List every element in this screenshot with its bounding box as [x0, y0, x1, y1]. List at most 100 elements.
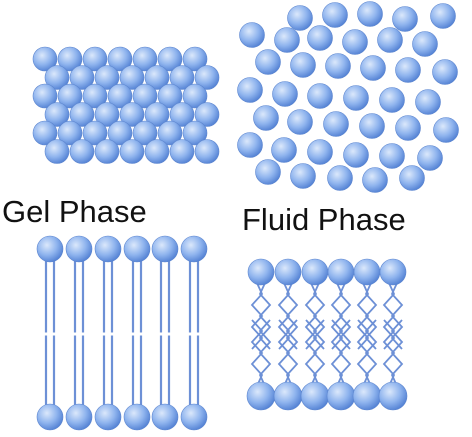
lipid-head [182, 46, 208, 72]
lipid-head [107, 83, 133, 109]
lipid-tail-kinked [250, 282, 264, 350]
lipid-head [287, 5, 313, 31]
lipid-head [417, 145, 443, 171]
lipid-tail-kinked [356, 282, 370, 350]
lipid-head [343, 85, 369, 111]
lipid-head [327, 165, 353, 191]
lipid-head [44, 102, 70, 127]
lipid-tail-kinked [277, 319, 291, 387]
lipid-head [273, 381, 303, 411]
lipid-head [94, 139, 120, 164]
lipid-head [119, 65, 145, 90]
lipid-head [287, 109, 313, 135]
lipid-head [253, 105, 279, 131]
lipid-head [157, 83, 183, 109]
lipid-head [194, 139, 220, 164]
lipid-head [272, 81, 298, 107]
lipid-head [157, 120, 183, 146]
lipid-head [144, 65, 170, 90]
lipid-head [94, 235, 122, 263]
lipid-head [392, 6, 418, 32]
lipid-head [327, 258, 355, 286]
lipid-head [132, 83, 158, 109]
lipid-head [433, 117, 459, 143]
lipid-head [32, 120, 58, 146]
lipid-tail-kinked [312, 282, 326, 350]
lipid-head [107, 120, 133, 146]
lipid-head [182, 83, 208, 109]
lipid-tail-kinked [338, 282, 352, 350]
lipid-head [307, 83, 333, 109]
lipid-tail-kinked [364, 319, 378, 387]
lipid-head [307, 139, 333, 165]
lipid-head [377, 27, 403, 53]
lipid-head [36, 235, 64, 263]
lipid-head [180, 235, 208, 263]
lipid-head [301, 258, 329, 286]
lipid-head [169, 139, 195, 164]
lipid-head [395, 57, 421, 83]
lipid-head [119, 102, 145, 127]
fluid-phase-label: Fluid Phase [242, 202, 406, 237]
lipid-head [157, 46, 183, 72]
fluid-phase-top-view [237, 1, 459, 193]
gel-phase-bilayer [36, 235, 208, 431]
lipid-head [247, 258, 275, 286]
lipid-tail-kinked [285, 282, 299, 350]
lipid-head [151, 403, 179, 431]
lipid-tail-kinked [390, 319, 404, 387]
lipid-head [94, 403, 122, 431]
lipid-head [271, 137, 297, 163]
lipid-head [274, 258, 302, 286]
lipid-head [69, 102, 95, 127]
lipid-head [379, 258, 407, 286]
lipid-head [343, 142, 369, 168]
lipid-head [353, 258, 381, 286]
lipid-head [69, 65, 95, 90]
lipid-head [360, 55, 386, 81]
lipid-head [395, 115, 421, 141]
lipid-head [65, 235, 93, 263]
lipid-head [237, 132, 263, 158]
lipid-head [32, 83, 58, 109]
lipid-head [322, 2, 348, 28]
lipid-head [352, 381, 382, 411]
lipid-head [342, 29, 368, 55]
lipid-head [412, 31, 438, 57]
lipid-head [57, 46, 83, 72]
lipid-head [325, 53, 351, 79]
lipid-head [180, 403, 208, 431]
lipid-head [94, 65, 120, 90]
lipid-head [36, 403, 64, 431]
lipid-head [151, 235, 179, 263]
lipid-tail-kinked [258, 282, 272, 350]
lipid-head [144, 102, 170, 127]
lipid-head [274, 27, 300, 53]
lipid-head [119, 139, 145, 164]
lipid-tail-kinked [312, 319, 326, 387]
gel-phase-label: Gel Phase [2, 194, 147, 229]
lipid-head [169, 102, 195, 127]
fluid-phase-bilayer [246, 258, 408, 411]
lipid-tail-kinked [338, 319, 352, 387]
lipid-head [57, 120, 83, 146]
lipid-head [239, 22, 265, 48]
lipid-tail-kinked [356, 319, 370, 387]
lipid-tail-kinked [250, 319, 264, 387]
lipid-head [379, 143, 405, 169]
lipid-head [94, 102, 120, 127]
lipid-head [290, 52, 316, 78]
lipid-head [399, 165, 425, 191]
lipid-head [182, 120, 208, 146]
lipid-tail-kinked [285, 319, 299, 387]
lipid-head [246, 381, 276, 411]
lipid-head [44, 139, 70, 164]
lipid-head [323, 111, 349, 137]
lipid-head [194, 102, 220, 127]
lipid-tail-kinked [258, 319, 272, 387]
lipid-head [359, 113, 385, 139]
gel-phase-top-view [32, 46, 220, 164]
lipid-head [237, 77, 263, 103]
lipid-head [132, 46, 158, 72]
